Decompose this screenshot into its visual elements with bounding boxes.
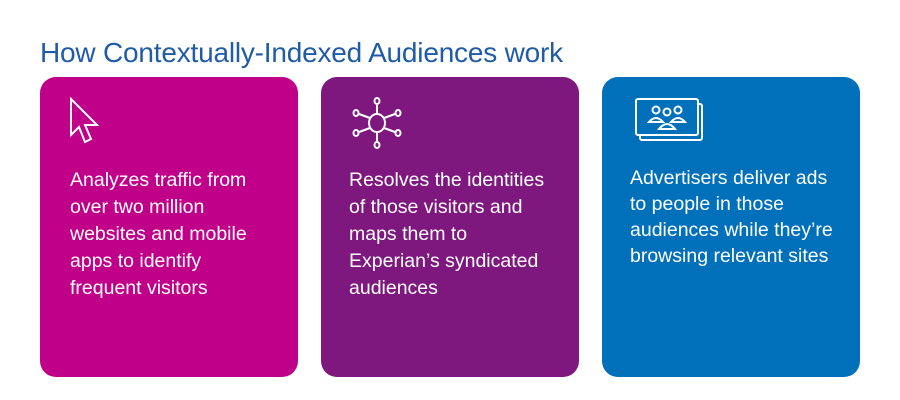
audience-group-icon bbox=[635, 98, 703, 141]
network-hub-icon bbox=[352, 97, 402, 149]
card-resolve-identities: Resolves the identities of those visitor… bbox=[321, 77, 579, 377]
card-analyze-traffic: Analyzes traffic from over two million w… bbox=[40, 77, 298, 377]
card-text: Advertisers deliver ads to people in tho… bbox=[630, 167, 833, 267]
card-text: Analyzes traffic from over two million w… bbox=[70, 169, 247, 299]
page-title: How Contextually-Indexed Audiences work bbox=[40, 36, 563, 68]
card-deliver-ads: Advertisers deliver ads to people in tho… bbox=[602, 77, 860, 377]
cursor-icon bbox=[70, 97, 100, 144]
card-text: Resolves the identities of those visitor… bbox=[349, 169, 545, 299]
